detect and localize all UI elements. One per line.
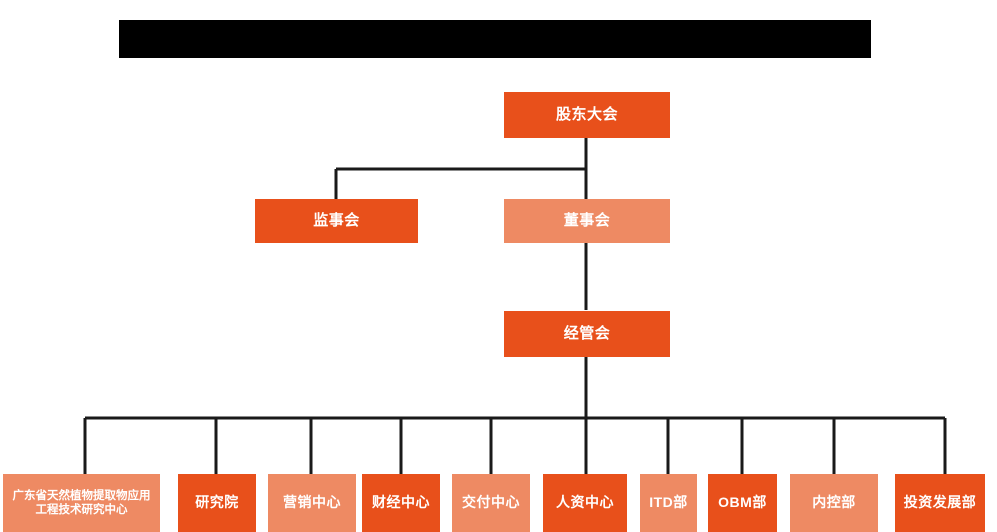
node-shareholders-label: 股东大会 — [555, 105, 618, 123]
node-hr-label: 人资中心 — [556, 494, 614, 511]
node-internal-control-label: 内控部 — [812, 494, 856, 511]
node-delivery-label: 交付中心 — [462, 494, 520, 511]
node-hr[interactable]: 人资中心 — [543, 474, 627, 532]
node-investment[interactable]: 投资发展部 — [895, 474, 985, 532]
node-itd[interactable]: ITD部 — [640, 474, 697, 532]
redacted-title-bar — [119, 20, 871, 58]
node-obm[interactable]: OBM部 — [708, 474, 777, 532]
node-finance[interactable]: 财经中心 — [362, 474, 440, 532]
node-rnd-center[interactable]: 广东省天然植物提取物应用工程技术研究中心 — [3, 474, 160, 532]
node-obm-label: OBM部 — [718, 494, 767, 511]
node-investment-label: 投资发展部 — [903, 494, 977, 511]
node-supervisory[interactable]: 监事会 — [255, 199, 418, 243]
node-management-label: 经管会 — [563, 324, 611, 342]
node-rnd-center-label: 广东省天然植物提取物应用工程技术研究中心 — [12, 489, 151, 516]
node-board[interactable]: 董事会 — [504, 199, 670, 243]
node-internal-control[interactable]: 内控部 — [790, 474, 878, 532]
node-supervisory-label: 监事会 — [313, 211, 360, 229]
node-board-label: 董事会 — [563, 211, 611, 229]
node-institute[interactable]: 研究院 — [178, 474, 256, 532]
node-finance-label: 财经中心 — [372, 494, 430, 511]
node-marketing[interactable]: 营销中心 — [268, 474, 356, 532]
node-institute-label: 研究院 — [195, 494, 239, 511]
node-delivery[interactable]: 交付中心 — [452, 474, 530, 532]
node-shareholders[interactable]: 股东大会 — [504, 92, 670, 138]
node-management[interactable]: 经管会 — [504, 311, 670, 357]
node-itd-label: ITD部 — [649, 494, 688, 511]
node-marketing-label: 营销中心 — [283, 494, 341, 511]
